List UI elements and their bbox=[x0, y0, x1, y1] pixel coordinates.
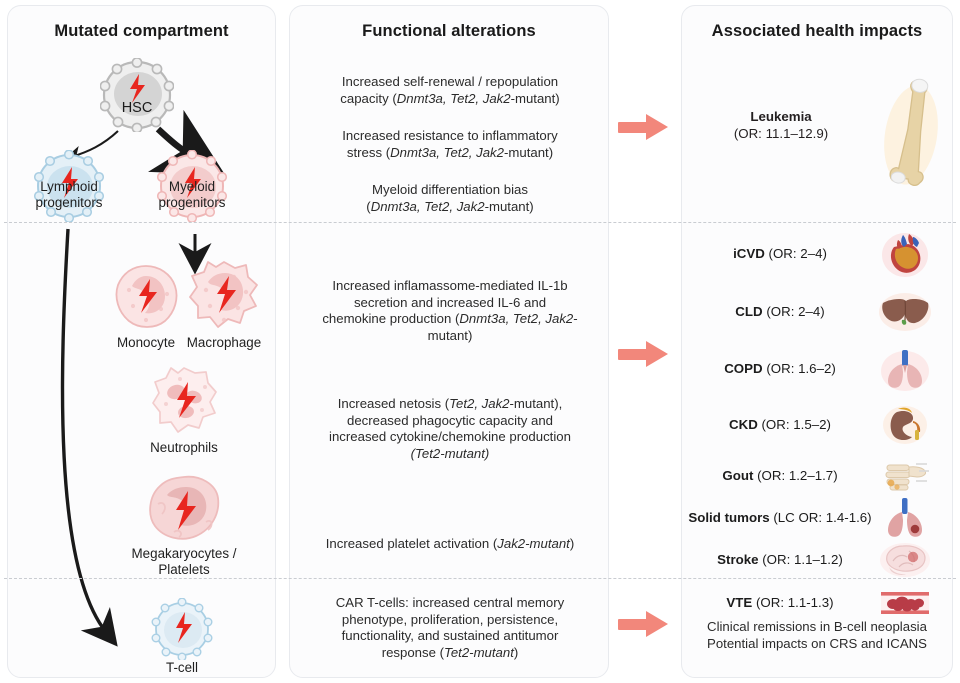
cell-label-myeloid-progenitors: Myeloid progenitors bbox=[158, 179, 226, 210]
cell-macrophage bbox=[188, 260, 260, 332]
bone-icon bbox=[876, 78, 946, 193]
impact-row-cld: CLD (OR: 2–4) bbox=[686, 292, 948, 332]
impact-name-stroke: Stroke bbox=[717, 551, 759, 567]
impact-row-copd: COPD (OR: 1.6–2) bbox=[686, 349, 948, 391]
cell-lymphoid-progenitors bbox=[33, 149, 105, 224]
arrow-to-leukemia bbox=[618, 114, 672, 140]
impact-name-solid-tumors: Solid tumors bbox=[688, 509, 770, 525]
impact-label-icvd: iCVD (OR: 2–4) bbox=[686, 246, 874, 262]
alteration-netosis: Increased netosis (Tet2, Jak2-mutant), d… bbox=[329, 396, 571, 461]
cell-label-macrophage: Macrophage bbox=[186, 335, 262, 350]
lungs-icon bbox=[874, 349, 936, 391]
monocyte-glyph bbox=[115, 265, 178, 328]
column-title-mutated-compartment: Mutated compartment bbox=[54, 22, 229, 40]
row-divider-1 bbox=[4, 222, 956, 223]
cell-myeloid-progenitors bbox=[156, 149, 228, 224]
megakaryocyte-glyph bbox=[149, 475, 220, 540]
impact-label-stroke: Stroke (OR: 1.1–1.2) bbox=[686, 552, 874, 568]
cell-label-megakaryocytes: Megakaryocytes / Platelets bbox=[131, 546, 237, 577]
panel-functional-alterations: Functional alterations Increased self-re… bbox=[289, 5, 609, 678]
column-title-associated-health-impacts: Associated health impacts bbox=[711, 22, 923, 40]
impact-label-copd: COPD (OR: 1.6–2) bbox=[686, 361, 874, 377]
arrow-head bbox=[646, 114, 668, 140]
arrow-shaft bbox=[618, 122, 650, 133]
cell-megakaryocytes bbox=[146, 474, 222, 542]
liver-icon bbox=[874, 292, 936, 332]
vessel-clot-icon bbox=[874, 583, 936, 623]
kidney-icon bbox=[874, 405, 936, 445]
alteration-inflammatory-resistance: Increased resistance to inflammatory str… bbox=[342, 128, 558, 160]
alteration-car-t-cells: CAR T-cells: increased central memory ph… bbox=[335, 595, 565, 660]
arrow-shaft bbox=[618, 619, 650, 630]
myeloid-progenitor-glyph bbox=[156, 149, 228, 224]
arrow-to-chronic-disease bbox=[618, 341, 672, 367]
impact-label-vte: VTE (OR: 1.1-1.3) bbox=[686, 595, 874, 611]
cell-label-t-cell: T-cell bbox=[166, 660, 198, 675]
impact-or-leukemia: (OR: 11.1–12.9) bbox=[733, 126, 829, 141]
impact-name-vte: VTE bbox=[726, 594, 753, 610]
arrow-head bbox=[646, 611, 668, 637]
car-t-outcome-text: Clinical remissions in B-cell neoplasia … bbox=[707, 619, 927, 651]
arrow-head bbox=[646, 341, 668, 367]
impact-row-solid-tumors: Solid tumors (LC OR: 1.4-1.6) bbox=[686, 498, 948, 538]
impact-or-vte: (OR: 1.1-1.3) bbox=[752, 594, 834, 610]
impact-or-icvd: (OR: 2–4) bbox=[764, 245, 827, 261]
cell-t-cell bbox=[151, 597, 213, 662]
impact-name-leukemia: Leukemia bbox=[750, 109, 812, 124]
impact-or-gout: (OR: 1.2–1.7) bbox=[753, 467, 838, 483]
impact-name-copd: COPD bbox=[724, 360, 763, 376]
impact-or-cld: (OR: 2–4) bbox=[762, 303, 825, 319]
impact-name-ckd: CKD bbox=[729, 416, 758, 432]
cell-label-lymphoid-progenitors: Lymphoid progenitors bbox=[35, 179, 103, 210]
heart-icon bbox=[874, 233, 936, 277]
impact-or-ckd: (OR: 1.5–2) bbox=[757, 416, 831, 432]
macrophage-glyph bbox=[189, 261, 258, 328]
panel-mutated-compartment: Mutated compartment bbox=[7, 5, 276, 678]
impact-name-gout: Gout bbox=[722, 467, 754, 483]
impact-name-icvd: iCVD bbox=[733, 245, 765, 261]
hsc-cell-glyph bbox=[99, 57, 175, 134]
alteration-platelet-activation: Increased platelet activation (Jak2-muta… bbox=[325, 536, 575, 551]
t-cell-glyph bbox=[151, 597, 213, 662]
impact-label-solid-tumors: Solid tumors (LC OR: 1.4-1.6) bbox=[686, 510, 874, 526]
impact-or-copd: (OR: 1.6–2) bbox=[762, 360, 836, 376]
lymphoid-progenitor-glyph bbox=[33, 149, 105, 224]
impact-leukemia: Leukemia (OR: 11.1–12.9) bbox=[686, 108, 876, 142]
impact-row-gout: Gout (OR: 1.2–1.7) bbox=[686, 456, 948, 496]
panel-associated-health-impacts: Associated health impacts Leukemia (OR: … bbox=[681, 5, 953, 678]
neutrophil-glyph bbox=[152, 367, 217, 433]
row-divider-2 bbox=[4, 578, 956, 579]
cell-monocyte bbox=[113, 264, 179, 330]
impact-or-stroke: (OR: 1.1–1.2) bbox=[758, 551, 843, 567]
cell-neutrophils bbox=[150, 366, 218, 434]
alteration-inflamassome: Increased inflamassome-mediated IL-1b se… bbox=[322, 278, 578, 343]
impact-row-ckd: CKD (OR: 1.5–2) bbox=[686, 405, 948, 445]
cell-label-monocyte: Monocyte bbox=[116, 335, 176, 350]
cell-hsc: HSC bbox=[99, 57, 175, 134]
arrow-shaft bbox=[618, 349, 650, 360]
impact-label-gout: Gout (OR: 1.2–1.7) bbox=[686, 468, 874, 484]
alteration-self-renewal: Increased self-renewal / repopulation ca… bbox=[340, 74, 560, 106]
impact-row-vte: VTE (OR: 1.1-1.3) bbox=[686, 583, 948, 623]
impact-label-cld: CLD (OR: 2–4) bbox=[686, 304, 874, 320]
column-title-functional-alterations: Functional alterations bbox=[362, 22, 536, 40]
impact-name-cld: CLD bbox=[735, 303, 763, 319]
impact-row-stroke: Stroke (OR: 1.1–1.2) bbox=[686, 540, 948, 580]
impact-label-ckd: CKD (OR: 1.5–2) bbox=[686, 417, 874, 433]
hand-icon bbox=[874, 456, 936, 496]
impact-or-solid-tumors: (LC OR: 1.4-1.6) bbox=[769, 509, 872, 525]
arrow-to-car-t bbox=[618, 611, 672, 637]
alteration-myeloid-bias: Myeloid differentiation bias (Dnmt3a, Te… bbox=[366, 182, 534, 214]
lung-tumor-icon bbox=[874, 498, 936, 538]
impact-row-icvd: iCVD (OR: 2–4) bbox=[686, 233, 948, 277]
cell-label-hsc: HSC bbox=[121, 100, 153, 116]
cell-label-neutrophils: Neutrophils bbox=[150, 440, 218, 455]
brain-icon bbox=[874, 540, 936, 580]
